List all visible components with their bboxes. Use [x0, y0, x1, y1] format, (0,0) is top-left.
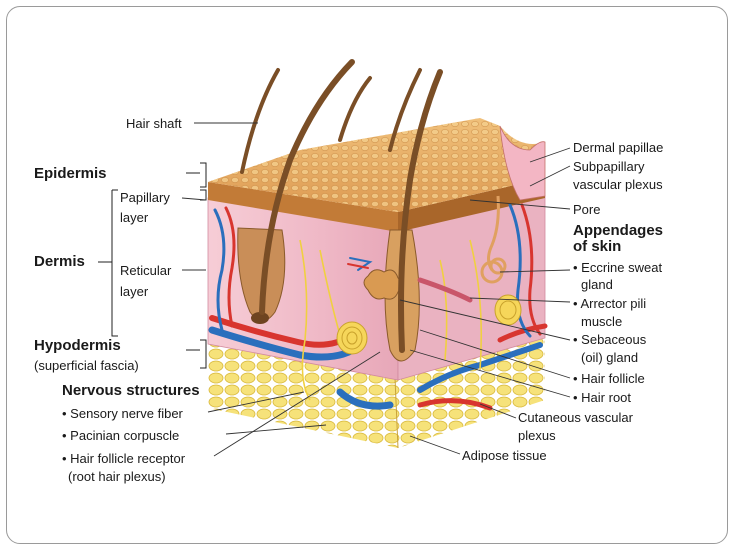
label-sensory-nerve-fiber: • Sensory nerve fiber	[62, 406, 183, 421]
label-appendages-line2: of skin	[573, 238, 622, 255]
label-appendages-line1: Appendages	[573, 222, 664, 239]
label-sebaceous-line1: • Sebaceous	[573, 332, 647, 347]
label-papillary-line1: Papillary	[120, 190, 170, 205]
leader-lines	[181, 122, 571, 457]
label-dermis: Dermis	[34, 253, 85, 270]
label-adipose-tissue: Adipose tissue	[462, 448, 547, 463]
hair-shafts	[240, 59, 443, 353]
label-arrector-line2: muscle	[581, 314, 623, 329]
epidermis-front-strip	[208, 182, 398, 232]
label-arrector-line1: • Arrector pili	[573, 296, 647, 311]
label-hair-shaft: Hair shaft	[126, 116, 182, 131]
label-superficial-fascia: (superficial fascia)	[34, 358, 139, 373]
blood-vessels	[208, 203, 548, 411]
label-papillary-line2: layer	[120, 210, 149, 225]
hair-follicle-left	[237, 227, 286, 324]
label-cutaneous-line1: Cutaneous vascular	[518, 410, 633, 425]
label-subpapillary-line2: vascular plexus	[573, 177, 663, 192]
label-eccrine-line2: gland	[581, 277, 613, 292]
pacinian-corpuscle	[336, 294, 522, 355]
label-reticular-line1: Reticular	[120, 263, 172, 278]
label-hair-follicle-receptor-line2: (root hair plexus)	[68, 469, 166, 484]
epidermis-right-strip	[398, 178, 545, 232]
label-pore: Pore	[573, 202, 601, 217]
label-hair-root: • Hair root	[573, 390, 632, 405]
label-subpapillary-line1: Subpapillary	[573, 159, 645, 174]
label-nervous-structures: Nervous structures	[62, 382, 200, 399]
label-pacinian-corpuscle: • Pacinian corpuscle	[62, 428, 180, 443]
sebaceous-gland	[363, 269, 403, 300]
label-reticular-line2: layer	[120, 284, 149, 299]
label-eccrine-line1: • Eccrine sweat	[573, 260, 663, 275]
hypodermis-block	[208, 338, 545, 449]
arrector-pili-muscle	[417, 277, 473, 303]
label-dermal-papillae: Dermal papillae	[573, 140, 664, 155]
label-epidermis: Epidermis	[34, 165, 107, 182]
label-hypodermis: Hypodermis	[34, 337, 121, 354]
dermal-papillae-cutaway	[499, 125, 546, 201]
label-hair-follicle: • Hair follicle	[573, 371, 645, 386]
label-hair-follicle-receptor-line1: • Hair follicle receptor	[62, 451, 186, 466]
nerve-fibers	[299, 239, 483, 401]
label-cutaneous-line2: plexus	[518, 428, 556, 443]
label-sebaceous-line2: (oil) gland	[581, 350, 639, 365]
